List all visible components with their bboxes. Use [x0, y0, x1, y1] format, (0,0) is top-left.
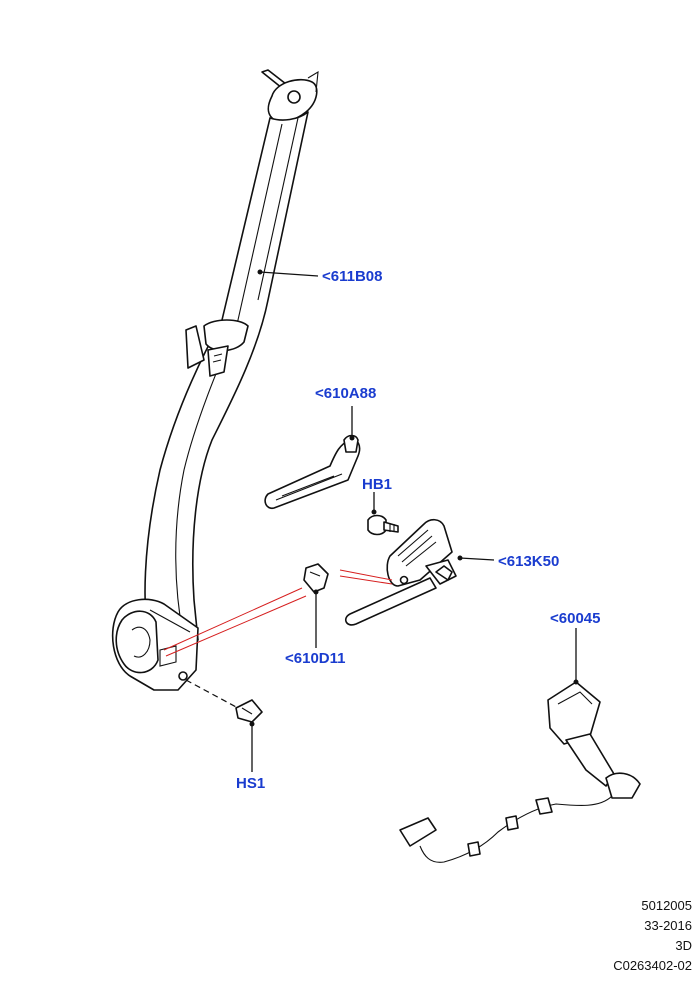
callout-610d11[interactable]: <610D11 — [285, 650, 346, 667]
footer-line-4: C0263402-02 — [613, 958, 692, 973]
leader-lines — [249, 269, 579, 772]
callout-60045[interactable]: <60045 — [550, 610, 601, 627]
height-adjuster[interactable] — [344, 518, 457, 626]
callout-hb1[interactable]: HB1 — [362, 476, 393, 493]
alignment-lines — [163, 569, 393, 657]
callout-610a88[interactable]: <610A88 — [315, 385, 377, 402]
callout-611b08[interactable]: <611B08 — [322, 268, 383, 285]
trim-cover[interactable] — [264, 434, 361, 510]
footer-line-2: 33-2016 — [644, 918, 692, 933]
clip[interactable] — [303, 563, 329, 593]
callout-613k50[interactable]: <613K50 — [498, 553, 560, 570]
bolt-hb1[interactable] — [367, 514, 399, 536]
install-path-line — [185, 679, 239, 709]
bolt-hs1[interactable] — [235, 699, 263, 723]
buckle-assembly[interactable] — [399, 681, 641, 863]
footer-line-1: 5012005 — [641, 898, 692, 913]
footer-line-3: 3D — [675, 938, 692, 953]
callout-hs1[interactable]: HS1 — [236, 775, 266, 792]
seat-belt-assembly[interactable] — [111, 69, 319, 691]
